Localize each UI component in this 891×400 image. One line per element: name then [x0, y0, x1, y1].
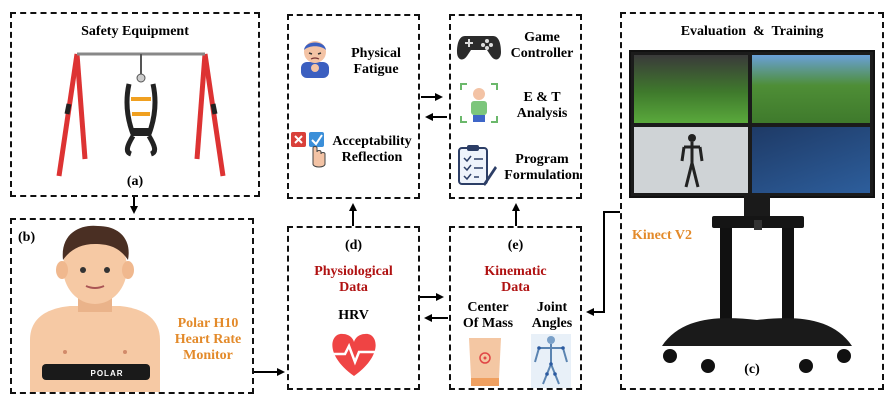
physio-line1: Physiological [314, 264, 393, 279]
prog-line1: Program [515, 152, 569, 167]
safety-equipment-panel: Safety Equipment (a) [10, 12, 260, 197]
et-analysis-label: E & T Analysis [503, 90, 581, 122]
polar-line3: Monitor [183, 348, 233, 363]
com-line2: Of Mass [462, 316, 514, 331]
acceptability-label: Acceptability Reflection [323, 134, 421, 166]
accept-line1: Acceptability [332, 134, 412, 149]
clipboard-icon [458, 145, 497, 186]
fatigue-line2: Fatigue [353, 62, 399, 77]
skeleton-icon [531, 334, 571, 388]
person-avatar-icon [30, 225, 160, 392]
prog-line2: Formulation [504, 168, 580, 183]
joint-line2: Angles [531, 316, 573, 331]
tag-c: (c) [744, 362, 760, 377]
tag-d: (d) [344, 238, 363, 253]
fatigue-panel: Physical Fatigue Acceptability Reflectio… [287, 14, 420, 199]
polar-line1: Polar H10 [177, 316, 239, 331]
game-view-3 [634, 127, 748, 193]
program-formulation-label: Program Formulation [501, 152, 583, 184]
monitor-screen [629, 50, 875, 198]
safety-frame-icon [56, 52, 226, 177]
physio-line2: Data [339, 280, 368, 295]
game-view-2 [752, 55, 870, 123]
joint-angles-label: Joint Angles [523, 300, 581, 332]
com-line1: Center [467, 300, 509, 315]
et-line1: E & T [523, 90, 561, 105]
heart-rate-icon [332, 333, 376, 376]
evaluation-title: Evaluation & Training [680, 24, 824, 39]
evaluation-panel: Evaluation & Training Kinect V2 (c) [620, 12, 884, 390]
game-view-1 [634, 55, 748, 123]
check-cross-icon [291, 132, 326, 168]
game-view-4 [752, 127, 870, 193]
tag-b: (b) [18, 230, 36, 245]
game-controller-label: Game Controller [503, 30, 581, 62]
tired-person-icon [301, 41, 329, 78]
kinect-label: Kinect V2 [632, 228, 693, 243]
polar-monitor-label: Polar H10 Heart Rate Monitor [162, 316, 254, 364]
polar-line2: Heart Rate [174, 332, 242, 347]
person-panel: (b) POLAR Polar H10 Heart Rate Monitor [10, 218, 254, 394]
safety-title: Safety Equipment [81, 24, 189, 39]
game-panel: Game Controller E & T Analysis Program F… [449, 14, 582, 199]
et-line2: Analysis [516, 106, 568, 121]
physical-fatigue-label: Physical Fatigue [335, 46, 417, 78]
kinematic-title: Kinematic Data [451, 264, 580, 296]
hrv-label: HRV [338, 308, 369, 323]
physiological-title: Physiological Data [289, 264, 418, 296]
kine-line2: Data [501, 280, 530, 295]
controller-line1: Game [524, 30, 560, 45]
joint-line1: Joint [536, 300, 568, 315]
torso-icon [469, 338, 501, 386]
kinematic-panel: (e) Kinematic Data Center Of Mass Joint … [449, 226, 582, 390]
kine-line1: Kinematic [484, 264, 547, 279]
controller-line2: Controller [510, 46, 574, 61]
fatigue-line1: Physical [351, 46, 401, 61]
center-of-mass-label: Center Of Mass [455, 300, 521, 332]
person-icon [460, 83, 498, 123]
kinect-stand [662, 196, 852, 373]
tag-a: (a) [126, 174, 144, 189]
accept-line2: Reflection [341, 150, 403, 165]
polar-strap-brand: POLAR [90, 369, 124, 378]
gamepad-icon [457, 36, 501, 60]
tag-e: (e) [507, 238, 524, 253]
skeleton-figure [680, 134, 704, 188]
physiological-panel: (d) Physiological Data HRV [287, 226, 420, 390]
